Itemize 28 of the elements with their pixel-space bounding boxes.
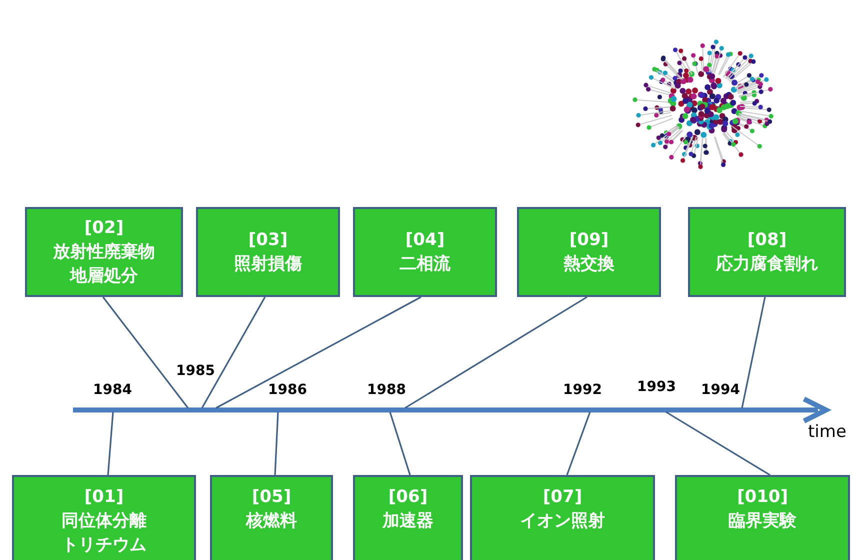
connector-line xyxy=(201,296,266,408)
topic-box: [04] 二相流 xyxy=(353,207,497,297)
connector-line xyxy=(274,412,279,476)
year-label: 1988 xyxy=(366,382,407,399)
connector-line xyxy=(404,296,588,409)
connector-line xyxy=(389,412,411,476)
topic-box: [01] 同位体分離トリチウム xyxy=(12,475,196,560)
topic-box: [03] 照射損傷 xyxy=(196,207,340,297)
year-label: 1984 xyxy=(92,382,133,399)
topic-box: [06] 加速器 xyxy=(353,475,463,560)
year-label: 1986 xyxy=(267,382,308,399)
topic-box: [08] 応力腐食割れ xyxy=(688,207,846,297)
year-label: 1992 xyxy=(562,382,603,399)
topic-box: [07] イオン照射 xyxy=(470,475,655,560)
year-label: 1994 xyxy=(700,382,741,399)
connector-line xyxy=(666,411,770,476)
connector-line xyxy=(216,296,422,409)
connector-line xyxy=(566,412,591,476)
connector-line xyxy=(107,412,114,476)
topic-box: [010] 臨界実験 xyxy=(675,475,850,560)
axis-label: time xyxy=(807,424,848,441)
topic-box: [09] 熱交換 xyxy=(517,207,661,297)
connector-line xyxy=(741,296,766,408)
year-label: 1985 xyxy=(175,363,216,380)
topic-box: [02] 放射性廃棄物地層処分 xyxy=(25,207,183,297)
topic-box: [05] 核燃料 xyxy=(210,475,333,560)
connector-line xyxy=(102,296,189,408)
year-label: 1993 xyxy=(636,379,677,396)
